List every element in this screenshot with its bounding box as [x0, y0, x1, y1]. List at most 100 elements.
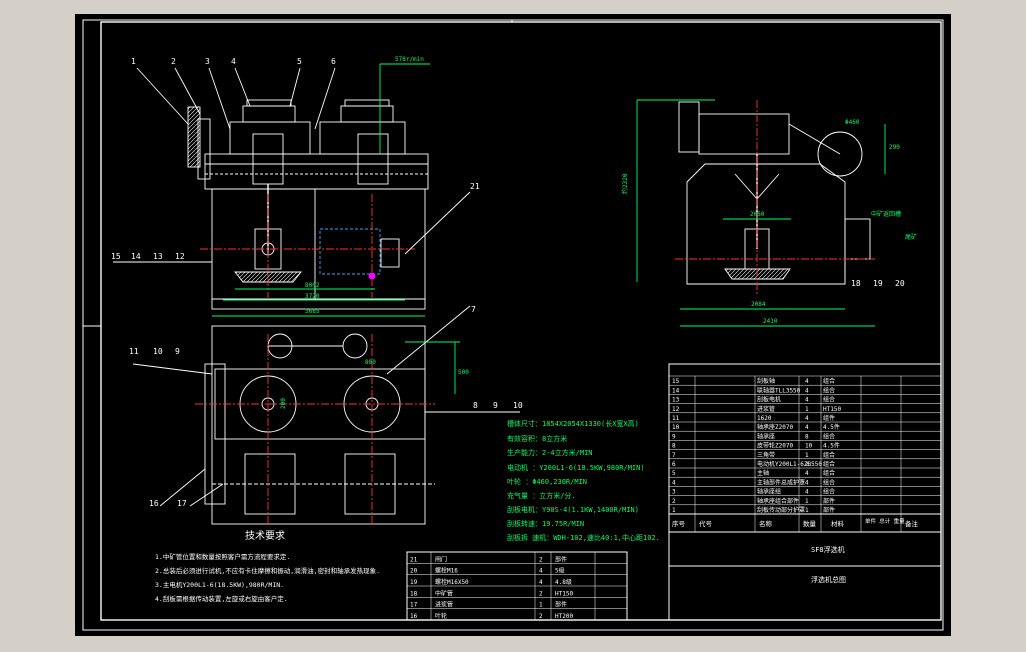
- tech-title: 技术要求: [245, 529, 285, 542]
- side-view[interactable]: [636, 99, 886, 327]
- label-10-right: 10: [513, 401, 523, 410]
- plan-pulley-right: [342, 333, 368, 359]
- plan-tank-outline: [211, 325, 426, 525]
- bom2-row-no: 19: [410, 579, 418, 586]
- label-1: 1: [131, 57, 136, 66]
- spec-line: 刮板拆 速机：WDH-102,速比40:1,中心距102.: [507, 533, 660, 542]
- dim-front-inner: 3720: [305, 293, 320, 300]
- label-6: 6: [331, 57, 336, 66]
- side-discharge-box: [844, 218, 871, 260]
- dim-plan-vert: 200: [280, 398, 287, 409]
- bom2-row-name: 螺栓M16X50: [435, 578, 469, 586]
- bom2-row-qty: 4: [539, 568, 543, 575]
- bom-row-name: 电动机Y200L1-6ZB550: [757, 460, 822, 468]
- bom-row-no: 8: [672, 443, 676, 450]
- bom-row-name: 轴承座组合部件: [757, 497, 799, 505]
- bom2-row-qty: 1: [539, 602, 543, 609]
- bom2-row-no: 21: [410, 556, 418, 563]
- bom-row-qty: 4: [805, 415, 809, 422]
- front-motor-right: [340, 105, 394, 123]
- dim-discharge-side: 尾矿: [905, 233, 917, 241]
- plan-view[interactable]: [132, 305, 520, 525]
- label-9-right: 9: [493, 401, 498, 410]
- bom-row-no: 14: [672, 387, 680, 394]
- tech-item: 1.中矿管位置和数量按照客户需方流程要求定.: [155, 552, 290, 561]
- bom-row-qty: 1: [805, 406, 809, 413]
- label-8: 8: [473, 401, 478, 410]
- bom-row-name: 轴承座Z2070: [757, 423, 793, 431]
- bom-row-name: 皮带轮Z2070: [757, 442, 793, 450]
- label-17: 17: [177, 499, 187, 508]
- front-hidden-box: [319, 228, 381, 275]
- bom-row-qty: 4: [805, 470, 809, 477]
- dim-side-mid: 2050: [750, 211, 765, 218]
- bom-row-name: 轴承座组: [757, 488, 781, 496]
- outer-border: [82, 19, 944, 631]
- bom-row-mat: HT150: [823, 406, 841, 413]
- front-top-frame: [204, 153, 429, 190]
- bom2-row-mat: 5级: [555, 567, 565, 575]
- bom2-row-qty: 2: [539, 613, 543, 620]
- bom2-row-name: 进浆管: [435, 601, 453, 609]
- side-motor: [678, 101, 700, 153]
- label-13: 13: [153, 252, 163, 261]
- bom-row-no: 5: [672, 470, 676, 477]
- dim-front-small: 8002: [305, 282, 320, 289]
- leader-17: [189, 483, 224, 507]
- bom2-row-mat: HT200: [555, 613, 573, 620]
- bom2-row-name: 叶轮: [435, 612, 447, 620]
- leader-7: [386, 305, 471, 375]
- bom-row-name: 主轴: [757, 469, 769, 477]
- label-7: 7: [471, 305, 476, 314]
- label-5: 5: [297, 57, 302, 66]
- leader-2: [174, 67, 201, 115]
- tech-item: 4.刮板需根据传动装置,左旋或右旋由客户定.: [155, 594, 288, 603]
- bom-row-no: 7: [672, 452, 676, 459]
- bom2-row-no: 18: [410, 590, 418, 597]
- front-drive-housing-right: [319, 121, 406, 155]
- bom-row-no: 3: [672, 489, 676, 496]
- bom2-row-mat: HT150: [555, 590, 573, 597]
- spec-line: 有效容积：8立方米: [507, 434, 567, 443]
- bom-row-no: 11: [672, 415, 680, 422]
- drawing-sheet[interactable]: 1 2 3 4 5 6 15 14 13 12 21 11 10 9 7 8 9…: [75, 14, 951, 636]
- bom-row-mat: 组件: [823, 414, 835, 422]
- side-scraper-arm: [788, 123, 841, 155]
- bom-h-mat: 材料: [831, 519, 845, 528]
- dim-side-base: 2084: [751, 301, 766, 308]
- label-4: 4: [231, 57, 236, 66]
- bom2-row-no: 16: [410, 613, 418, 620]
- bom2-row-mat: 部件: [555, 555, 567, 563]
- label-9-left: 9: [175, 347, 180, 356]
- bom-row-name: 刮板轴: [757, 377, 775, 385]
- bom-row-no: 2: [672, 498, 676, 505]
- label-10: 10: [153, 347, 163, 356]
- leader-1: [136, 67, 189, 125]
- specs-block: 槽体尺寸：1854X2054X1330(长X宽X高) 有效容积：8立方米 生产能…: [507, 419, 660, 542]
- bom-row-mat: 组合: [823, 432, 835, 440]
- bom-row-mat: 4.5件: [823, 423, 840, 431]
- bom2-row-name: 闸门: [435, 555, 447, 563]
- leader-6: [314, 67, 336, 130]
- dim-plan-mid: 800: [365, 359, 376, 366]
- bom-drawing: 浮选机总图: [811, 575, 846, 584]
- bom2-row-mat: 4.8级: [555, 578, 572, 586]
- bom-row-qty: 10: [805, 443, 813, 450]
- leader-5: [289, 67, 301, 107]
- bom-row-mat: 组合: [823, 478, 835, 486]
- bom-row-mat: 部件: [823, 497, 835, 505]
- plan-side-drive: [204, 363, 226, 505]
- leader-16: [159, 468, 206, 507]
- front-view[interactable]: [113, 63, 471, 317]
- side-tank-body: [686, 163, 846, 285]
- bom-h-no: 序号: [672, 519, 686, 528]
- dim-side-height: 约2320: [621, 173, 629, 194]
- bom-h-code: 代号: [699, 519, 713, 528]
- bom-row-qty: 4: [805, 378, 809, 385]
- spec-line: 槽体尺寸：1854X2054X1330(长X宽X高): [507, 419, 639, 428]
